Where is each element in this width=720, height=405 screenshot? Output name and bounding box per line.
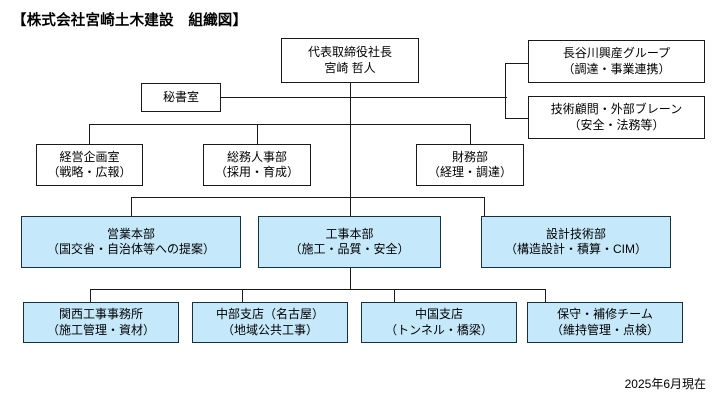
node-partner-group-line1: 長谷川興産グループ	[562, 46, 671, 61]
connector-construction-stem	[349, 268, 351, 289]
node-chugoku-branch-line1: 中国支店	[414, 307, 463, 322]
connector-branch-stem-maintenance	[545, 289, 547, 302]
node-maintenance-team-line1: 保守・補修チーム	[557, 307, 653, 322]
node-design-division-line2: （構造設計・積算・CIM）	[505, 242, 647, 256]
node-planning-office-line2: （戦略・広報）	[47, 165, 132, 179]
node-chubu-branch-line2: （地域公共工事）	[221, 322, 318, 337]
connector-branch-bus	[90, 289, 546, 291]
connector-secretariat-link	[221, 97, 350, 99]
connector-branch-stem-chugoku	[394, 289, 396, 302]
node-ceo-line2: 宮崎 哲人	[324, 60, 376, 75]
node-construction-division[interactable]: 工事本部 （施工・品質・安全）	[258, 216, 441, 268]
node-maintenance-team[interactable]: 保守・補修チーム （維持管理・点検）	[527, 302, 683, 343]
node-chugoku-branch-line2: （トンネル・橋梁）	[385, 322, 493, 337]
node-secretariat-line1: 秘書室	[162, 89, 199, 104]
connector-division-stem-sales	[131, 197, 133, 216]
connector-branch-stem-kansai	[90, 289, 92, 302]
node-partner-group[interactable]: 長谷川興産グループ （調達・事業連携）	[528, 40, 705, 83]
node-kansai-office-line1: 関西工事事務所	[58, 307, 143, 322]
node-planning-office-line1: 経営企画室	[59, 149, 120, 164]
connector-advisory-bus	[349, 97, 507, 99]
node-finance-department[interactable]: 財務部 （経理・調達）	[416, 144, 524, 186]
node-partner-group-line2: （調達・事業連携）	[562, 61, 671, 76]
page-title: 【株式会社宮崎土木建設 組織図】	[12, 13, 248, 29]
connector-branch-stem-chubu	[242, 289, 244, 302]
node-sales-division-line1: 営業本部	[106, 226, 155, 241]
connector-advisory-bracket	[505, 63, 507, 119]
node-design-division-line1: 設計技術部	[545, 226, 606, 241]
node-chubu-branch-line1: 中部支店（名古屋）	[215, 307, 324, 322]
connector-ceo-stem-lower	[349, 124, 351, 197]
node-ceo-line1: 代表取締役社長	[307, 45, 392, 60]
node-finance-department-line2: （経理・調達）	[427, 165, 512, 179]
node-advisors-line1: 技術顧問・外部ブレーン	[550, 102, 683, 117]
connector-staff-stem-planning	[89, 124, 91, 144]
node-planning-office[interactable]: 経営企画室 （戦略・広報）	[36, 144, 143, 186]
node-design-division[interactable]: 設計技術部 （構造設計・積算・CIM）	[481, 216, 671, 268]
connector-division-bus	[131, 197, 485, 199]
node-hr-department-line2: （採用・育成）	[214, 165, 299, 179]
node-secretariat[interactable]: 秘書室	[141, 83, 221, 112]
node-kansai-office[interactable]: 関西工事事務所 （施工管理・資材）	[23, 302, 179, 343]
connector-ceo-stem	[349, 83, 351, 124]
node-hr-department-line1: 総務人事部	[226, 149, 287, 164]
footer-date: 2025年6月現在	[624, 377, 706, 391]
connector-staff-stem-hr	[257, 124, 259, 144]
connector-staff-bus	[89, 124, 471, 126]
connector-division-stem-design	[484, 197, 486, 216]
node-kansai-office-line2: （施工管理・資材）	[46, 322, 155, 337]
connector-advisors-link	[505, 118, 528, 120]
node-chugoku-branch[interactable]: 中国支店 （トンネル・橋梁）	[361, 302, 517, 343]
connector-partner-group-link	[505, 63, 528, 65]
node-hr-department[interactable]: 総務人事部 （採用・育成）	[203, 144, 311, 186]
node-construction-division-line1: 工事本部	[325, 226, 374, 241]
connector-division-stem-construction	[349, 197, 351, 216]
node-finance-department-line1: 財務部	[451, 149, 488, 164]
node-maintenance-team-line2: （維持管理・点検）	[550, 322, 659, 337]
node-advisors-line2: （安全・法務等）	[568, 117, 665, 132]
node-chubu-branch[interactable]: 中部支店（名古屋） （地域公共工事）	[192, 302, 348, 343]
node-sales-division[interactable]: 営業本部 （国交省・自治体等への提案）	[21, 216, 241, 268]
connector-staff-stem-finance	[470, 124, 472, 144]
node-sales-division-line2: （国交省・自治体等への提案）	[46, 242, 215, 256]
node-advisors[interactable]: 技術顧問・外部ブレーン （安全・法務等）	[528, 96, 705, 139]
node-ceo[interactable]: 代表取締役社長 宮崎 哲人	[281, 38, 419, 83]
node-construction-division-line2: （施工・品質・安全）	[289, 242, 410, 256]
